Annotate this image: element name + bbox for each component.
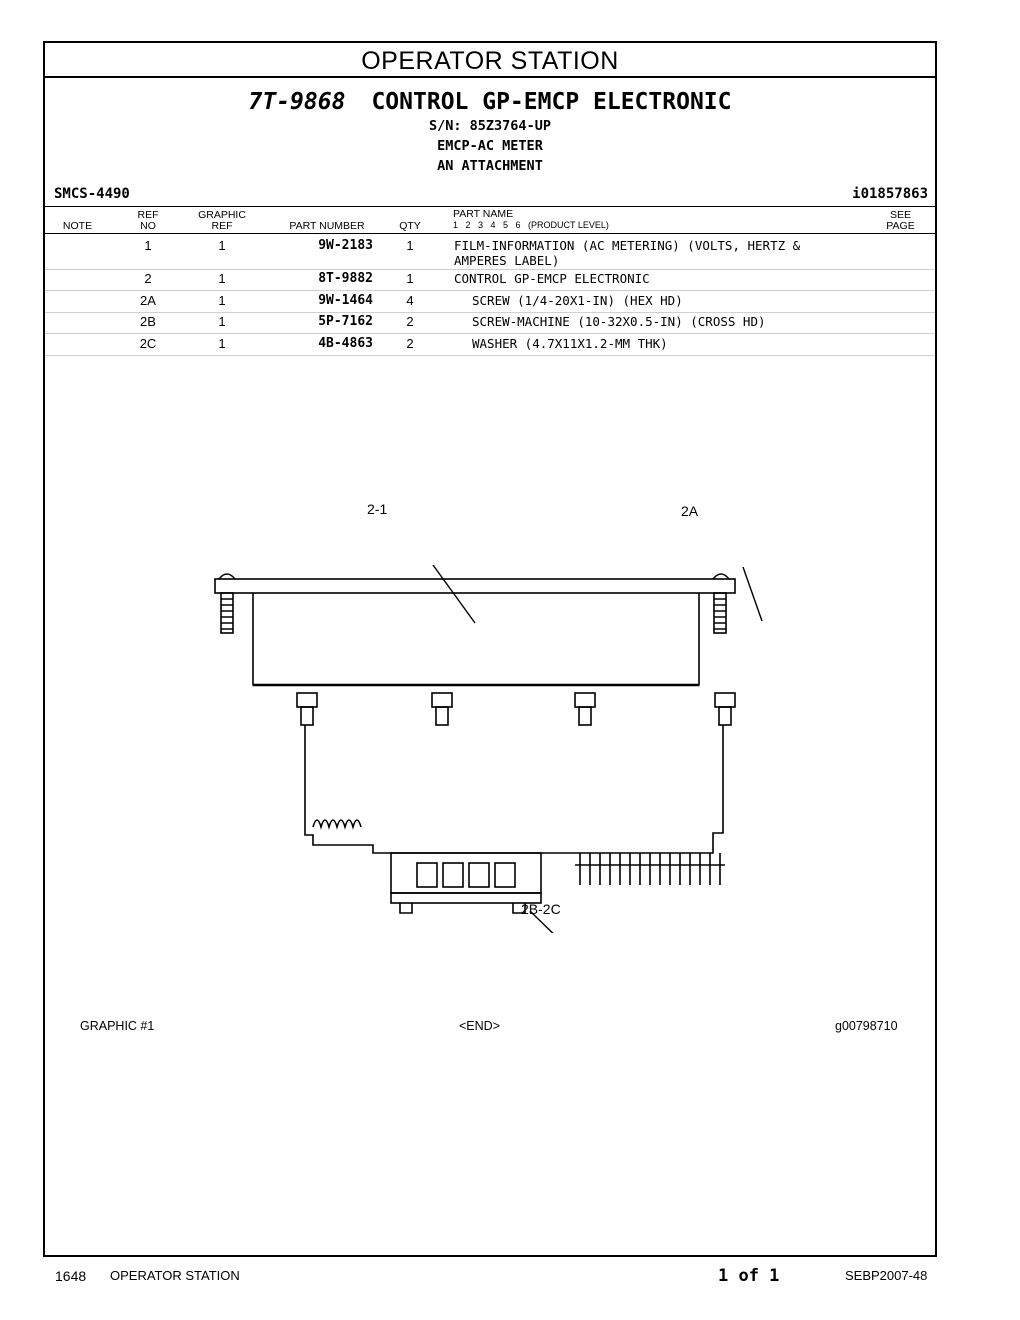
quantity: 2 — [406, 314, 414, 329]
graphic-ref: 1 — [218, 293, 226, 308]
col-header-note: NOTE — [62, 220, 93, 232]
col-header-product-levels: 1 2 3 4 5 6 (PRODUCT LEVEL) — [453, 220, 609, 230]
part-number: 9W-1464 — [318, 293, 373, 308]
part-number: 9W-2183 — [318, 238, 373, 253]
smcs-code: SMCS-4490 — [54, 186, 130, 202]
part-number: 5P-7162 — [318, 314, 373, 329]
screw-2a-left — [220, 592, 234, 634]
end-marker: <END> — [459, 1019, 500, 1033]
col-header-ref: REF NO — [137, 209, 159, 232]
graphic-ref: 1 — [218, 336, 226, 351]
page-number: 1648 — [55, 1268, 87, 1284]
section-title: OPERATOR STATION — [45, 43, 935, 78]
lower-body — [304, 725, 724, 854]
pagination: 1 of 1 — [718, 1266, 780, 1286]
table-row: 2 1 8T-9882 1 CONTROL GP-EMCP ELECTRONIC — [45, 271, 935, 291]
table-row: 2A 1 9W-1464 4 SCREW (1/4-20X1-IN) (HEX … — [45, 293, 935, 313]
leader-2-1 — [432, 564, 476, 624]
part-name: SCREW-MACHINE (10-32X0.5-IN) (CROSS HD) — [472, 314, 766, 329]
illustration-id: i01857863 — [852, 186, 928, 202]
callout-2b-2c: 2B-2C — [521, 901, 561, 917]
part-number: 4B-4863 — [318, 336, 373, 351]
group-part-number: 7T-9868 — [248, 89, 346, 115]
group-title: 7T-9868 CONTROL GP-EMCP ELECTRONIC — [45, 89, 935, 115]
screw-head-right — [712, 573, 730, 580]
callout-2a: 2A — [681, 503, 699, 519]
graphic-ref: 1 — [218, 314, 226, 329]
cooling-fins — [312, 819, 362, 830]
part-number: 8T-9882 — [318, 271, 373, 286]
part-name: WASHER (4.7X11X1.2-MM THK) — [472, 336, 668, 351]
ref-no: 2 — [144, 271, 152, 286]
header-top-rule — [45, 206, 935, 207]
ref-no: 2A — [140, 293, 156, 308]
graphic-ref: 1 — [218, 271, 226, 286]
table-row: 2B 1 5P-7162 2 SCREW-MACHINE (10-32X0.5-… — [45, 314, 935, 334]
top-plate — [214, 578, 736, 594]
mounting-studs — [296, 692, 736, 726]
graphic-id: g00798710 — [835, 1019, 898, 1033]
subtitle-line-3: AN ATTACHMENT — [437, 158, 543, 174]
connector-pins — [575, 853, 725, 885]
graphic-label: GRAPHIC #1 — [80, 1019, 155, 1033]
leader-2b-2c — [529, 910, 554, 933]
leader-2a — [742, 566, 763, 622]
part-name: SCREW (1/4-20X1-IN) (HEX HD) — [472, 293, 683, 308]
serial-number-line: S/N: 85Z3764-UP — [429, 118, 551, 134]
quantity: 1 — [406, 271, 414, 286]
col-header-part-name: PART NAME — [453, 208, 514, 220]
terminal-block — [390, 852, 542, 914]
quantity: 2 — [406, 336, 414, 351]
table-row: 2C 1 4B-4863 2 WASHER (4.7X11X1.2-MM THK… — [45, 336, 935, 356]
document-id: SEBP2007-48 — [845, 1268, 928, 1283]
table-row: 1 1 9W-2183 1 FILM-INFORMATION (AC METER… — [45, 238, 935, 270]
part-name: FILM-INFORMATION (AC METERING) (VOLTS, H… — [454, 238, 801, 268]
header-bottom-rule — [45, 233, 935, 234]
screw-2a-right — [713, 592, 727, 634]
footer-section: OPERATOR STATION — [110, 1268, 240, 1283]
parts-graphic — [214, 564, 763, 933]
col-header-part-number: PART NUMBER — [289, 220, 365, 232]
part-name: CONTROL GP-EMCP ELECTRONIC — [454, 271, 650, 286]
upper-housing — [252, 593, 700, 686]
quantity: 4 — [406, 293, 414, 308]
col-header-see-page: SEE PAGE — [886, 209, 915, 232]
callout-2-1: 2-1 — [367, 501, 388, 517]
ref-no: 1 — [144, 238, 152, 253]
group-name: CONTROL GP-EMCP ELECTRONIC — [371, 89, 732, 115]
col-header-qty: QTY — [399, 220, 421, 232]
subtitle-line-2: EMCP-AC METER — [437, 138, 543, 154]
quantity: 1 — [406, 238, 414, 253]
graphic-ref: 1 — [218, 238, 226, 253]
screw-head-left — [218, 573, 236, 580]
ref-no: 2B — [140, 314, 156, 329]
col-header-graphic-ref: GRAPHIC REF — [198, 209, 246, 232]
ref-no: 2C — [139, 336, 157, 351]
